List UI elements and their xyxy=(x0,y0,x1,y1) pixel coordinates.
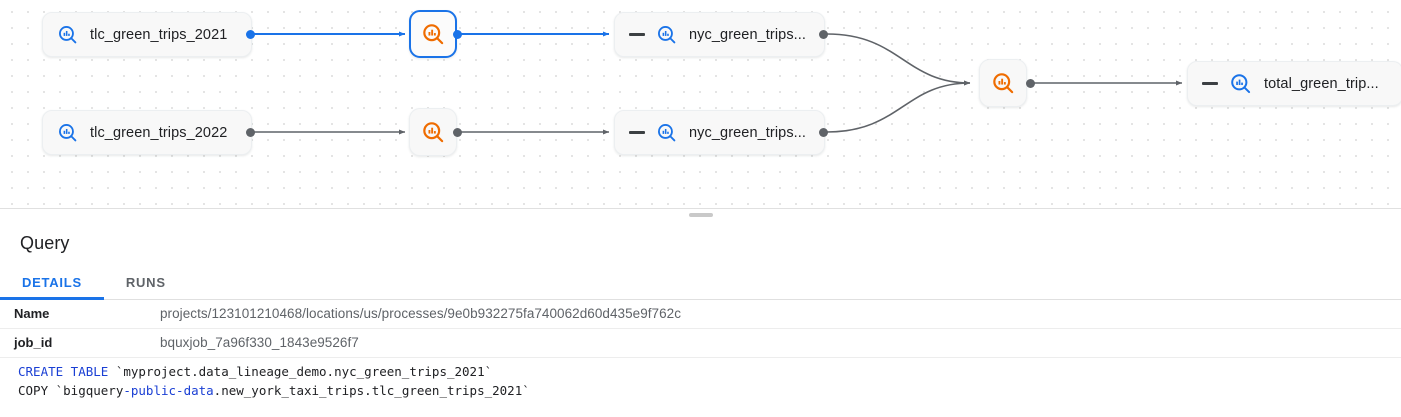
sql-line1-identifier: `myproject.data_lineage_demo.nyc_green_t… xyxy=(108,364,493,379)
graph-node-label: tlc_green_trips_2021 xyxy=(90,26,228,43)
table-row: Name projects/123101210468/locations/us/… xyxy=(0,300,1401,329)
graph-node-process-2021[interactable] xyxy=(409,10,457,58)
panel-title: Query xyxy=(20,233,70,253)
edge-nyc2022-merge xyxy=(826,80,971,133)
sql-code-block[interactable]: CREATE TABLE `myproject.data_lineage_dem… xyxy=(0,352,1401,400)
port-out-nyc2022[interactable] xyxy=(819,127,828,137)
port-out-tlc2021[interactable] xyxy=(246,29,255,39)
details-panel: Query DETAILS RUNS Name projects/1231012… xyxy=(0,217,1401,417)
port-out-process-merge[interactable] xyxy=(1026,78,1035,88)
panel-splitter[interactable] xyxy=(0,208,1401,217)
table-search-icon-blue xyxy=(1229,72,1253,96)
process-search-icon-orange xyxy=(421,22,446,47)
detail-value: bquxjob_7a96f330_1843e9526f7 xyxy=(160,335,359,350)
sql-line2-identifier: .new_york_taxi_trips.tlc_green_trips_202… xyxy=(213,383,530,398)
graph-node-label: nyc_green_trips... xyxy=(689,124,807,141)
graph-node-label: total_green_trip... xyxy=(1264,75,1379,92)
lineage-graph-canvas[interactable]: tlc_green_trips_2021 xyxy=(0,0,1401,208)
graph-node-total-green-trips[interactable]: total_green_trip... xyxy=(1187,61,1401,106)
drag-handle-icon[interactable] xyxy=(688,213,713,217)
detail-key: Name xyxy=(14,306,50,321)
graph-node-process-2022[interactable] xyxy=(409,108,457,156)
sql-keyword-public-data: -public-data xyxy=(123,383,214,398)
graph-node-tlc-green-trips-2021[interactable]: tlc_green_trips_2021 xyxy=(42,12,252,57)
graph-node-label: nyc_green_trips... xyxy=(689,26,807,43)
collapse-toggle-icon[interactable] xyxy=(629,131,645,134)
process-search-icon-orange xyxy=(421,120,446,145)
graph-node-tlc-green-trips-2022[interactable]: tlc_green_trips_2022 xyxy=(42,110,252,155)
graph-node-nyc-green-trips-2021[interactable]: nyc_green_trips... xyxy=(614,12,825,57)
process-search-icon-orange xyxy=(991,71,1016,96)
table-search-icon-blue xyxy=(656,122,678,144)
collapse-toggle-icon[interactable] xyxy=(629,33,645,36)
table-search-icon-blue xyxy=(57,24,79,46)
tab-runs[interactable]: RUNS xyxy=(125,275,166,290)
table-row: job_id bquxjob_7a96f330_1843e9526f7 xyxy=(0,329,1401,358)
sql-keyword-create-table: CREATE TABLE xyxy=(18,364,109,379)
port-out-nyc2021[interactable] xyxy=(819,29,828,39)
details-table: Name projects/123101210468/locations/us/… xyxy=(0,300,1401,358)
tab-details[interactable]: DETAILS xyxy=(0,275,104,300)
port-out-tlc2022[interactable] xyxy=(246,127,255,137)
collapse-toggle-icon[interactable] xyxy=(1202,82,1218,85)
table-search-icon-blue xyxy=(656,24,678,46)
port-out-process2021[interactable] xyxy=(453,29,462,39)
graph-node-label: tlc_green_trips_2022 xyxy=(90,124,228,141)
detail-value: projects/123101210468/locations/us/proce… xyxy=(160,306,682,321)
detail-key: job_id xyxy=(14,335,53,350)
graph-node-nyc-green-trips-2022[interactable]: nyc_green_trips... xyxy=(614,110,825,155)
graph-node-process-merge[interactable] xyxy=(979,59,1027,107)
port-out-process2022[interactable] xyxy=(453,127,462,137)
edge-nyc2021-merge xyxy=(826,33,971,86)
sql-line2-prefix: COPY `bigquery xyxy=(18,383,124,398)
table-search-icon-blue xyxy=(57,122,79,144)
panel-tabs: DETAILS RUNS xyxy=(0,268,1401,300)
